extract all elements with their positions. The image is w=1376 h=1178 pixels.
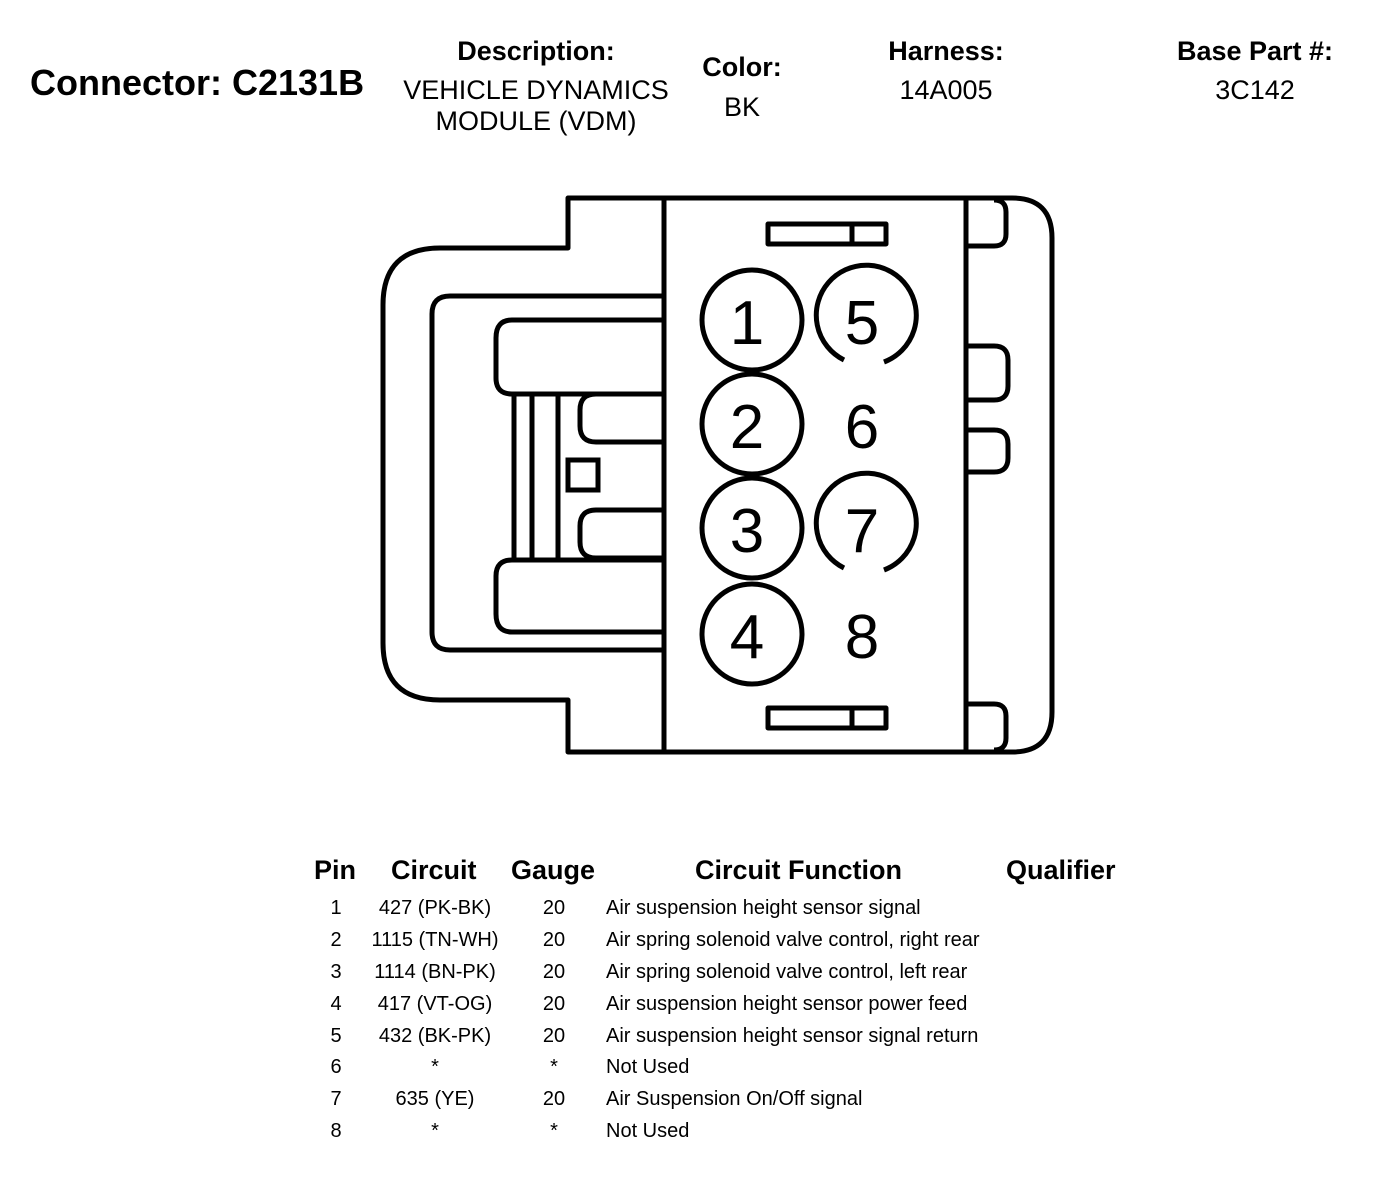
row-function: Not Used (606, 1056, 690, 1078)
header-function: Circuit Function (695, 855, 902, 885)
row-circuit: 417 (VT-OG) (377, 993, 493, 1015)
row-circuit: * (431, 1120, 439, 1142)
base-part-label: Base Part #: (1176, 36, 1334, 66)
latch-tab-lower (577, 507, 664, 561)
row-function: Air spring solenoid valve control, left … (606, 961, 968, 983)
pin-5-cavity (813, 262, 919, 365)
row-function: Air suspension height sensor signal retu… (606, 1025, 979, 1047)
row-circuit: 1114 (BN-PK) (374, 961, 496, 983)
pin-label-8: 8 (845, 603, 879, 672)
header-gauge: Gauge (511, 855, 596, 885)
connector-title: Connector: C2131B (30, 62, 365, 103)
row-circuit: 432 (BK-PK) (378, 1025, 492, 1047)
header-circuit: Circuit (391, 855, 477, 885)
row-gauge: 20 (542, 897, 566, 919)
color-label: Color: (702, 52, 782, 82)
pin-1-cavity (699, 267, 805, 373)
harness-label: Harness: (888, 36, 1004, 66)
row-circuit: 427 (PK-BK) (378, 897, 492, 919)
latch-lower-finger (493, 557, 664, 635)
key-slot-top (765, 221, 889, 247)
description-line-2: MODULE (VDM) (435, 106, 637, 136)
row-pin: 7 (330, 1088, 342, 1110)
pin-label-7: 7 (845, 497, 879, 566)
row-gauge: * (550, 1056, 558, 1078)
right-bump-top (966, 197, 1009, 249)
row-gauge: 20 (542, 1088, 566, 1110)
latch-tab-upper (577, 391, 664, 445)
pin-7-cavity (813, 470, 919, 573)
row-function: Air suspension height sensor power feed (606, 993, 968, 1015)
pin-4-cavity (699, 581, 805, 687)
lock-nub (565, 457, 601, 493)
right-bump-mid-2 (966, 427, 1011, 475)
connector-diagram: 1 2 3 4 5 6 7 8 (380, 195, 1055, 755)
pin-2-cavity (699, 371, 805, 477)
connector-face (661, 198, 969, 752)
latch-upper-finger (493, 317, 664, 397)
base-part-value: 3C142 (1215, 75, 1295, 105)
row-pin: 3 (330, 961, 342, 983)
row-gauge: 20 (542, 961, 566, 983)
row-pin: 5 (330, 1025, 342, 1047)
pin-label-4: 4 (730, 603, 764, 672)
header-pin: Pin (314, 855, 357, 885)
row-gauge: 20 (542, 929, 566, 951)
right-bump-mid-1 (966, 343, 1011, 403)
row-function: Air suspension height sensor signal (606, 897, 921, 919)
header-qualifier: Qualifier (1006, 855, 1116, 885)
row-circuit: * (431, 1056, 439, 1078)
pin-label-2: 2 (730, 393, 764, 462)
row-pin: 2 (330, 929, 342, 951)
connector-shell-outline (380, 195, 1055, 755)
pin-3-cavity (699, 475, 805, 581)
description-value: VEHICLE DYNAMICS MODULE (VDM) (390, 75, 682, 137)
description-line-1: VEHICLE DYNAMICS (403, 75, 669, 105)
row-pin: 6 (330, 1056, 342, 1078)
right-bump-bottom (966, 701, 1009, 753)
row-gauge: 20 (542, 993, 566, 1015)
pin-label-3: 3 (730, 497, 764, 566)
row-pin: 8 (330, 1120, 342, 1142)
row-function: Not Used (606, 1120, 690, 1142)
key-slot-bottom (765, 705, 889, 731)
row-circuit: 635 (YE) (395, 1088, 475, 1110)
row-function: Air spring solenoid valve control, right… (606, 929, 980, 951)
color-value: BK (723, 92, 761, 122)
latch-outer (429, 293, 664, 653)
pin-label-1: 1 (730, 289, 764, 358)
latch-rail (511, 394, 561, 560)
description-label: Description: (457, 36, 615, 66)
row-function: Air Suspension On/Off signal (606, 1088, 863, 1110)
row-circuit: 1115 (TN-WH) (371, 929, 499, 951)
row-gauge: 20 (542, 1025, 566, 1047)
row-pin: 1 (330, 897, 342, 919)
pin-label-5: 5 (845, 289, 879, 358)
pin-label-6: 6 (845, 393, 879, 462)
row-pin: 4 (330, 993, 342, 1015)
row-gauge: * (550, 1120, 558, 1142)
harness-value: 14A005 (899, 75, 993, 105)
